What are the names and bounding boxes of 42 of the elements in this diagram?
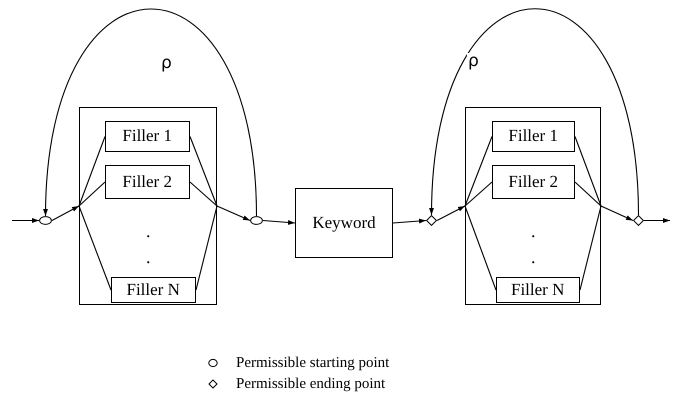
keyword-box: Keyword <box>295 188 393 258</box>
branch-line <box>574 182 602 206</box>
start-point-circle <box>39 216 52 225</box>
edge-label: ρ <box>467 53 480 70</box>
end-point-diamond <box>633 215 644 226</box>
filler-box: Filler 2 <box>492 164 575 199</box>
branch-line <box>195 206 218 290</box>
branch-line <box>190 182 218 206</box>
filler-box: Filler N <box>110 276 196 303</box>
loop-arrow <box>44 9 258 216</box>
arrow <box>52 206 80 221</box>
branch-line <box>464 136 493 206</box>
ellipsis-dot: . <box>531 248 536 266</box>
branch-line <box>464 206 497 290</box>
filler-box: Filler N <box>496 276 580 303</box>
arrow <box>600 206 634 221</box>
arrow <box>12 218 39 223</box>
end-point-diamond <box>426 215 437 226</box>
arrow <box>216 206 250 221</box>
branch-line <box>579 206 602 290</box>
branch-line <box>78 206 112 290</box>
arrow <box>262 220 296 225</box>
branch-line <box>189 136 218 206</box>
ellipsis-dot: . <box>146 248 150 266</box>
branch-line <box>574 136 602 206</box>
branch-line <box>78 182 106 206</box>
ellipsis-dot: . <box>531 222 536 240</box>
start-point-circle <box>250 216 263 225</box>
branch-line <box>78 136 106 206</box>
loop-arrow <box>430 8 640 216</box>
filler-box: Filler 2 <box>104 164 190 199</box>
arrow <box>392 218 426 224</box>
group-box <box>79 107 217 305</box>
group-box <box>465 107 601 305</box>
branch-line <box>464 182 492 206</box>
filler-box: Filler 1 <box>104 120 190 152</box>
legend-text: Permissible ending point <box>236 377 386 392</box>
arrow <box>644 218 670 223</box>
ellipsis-dot: . <box>146 222 150 240</box>
legend-text: Permissible starting point <box>236 356 390 371</box>
arrow <box>436 206 466 221</box>
filler-box: Filler 1 <box>492 120 575 152</box>
